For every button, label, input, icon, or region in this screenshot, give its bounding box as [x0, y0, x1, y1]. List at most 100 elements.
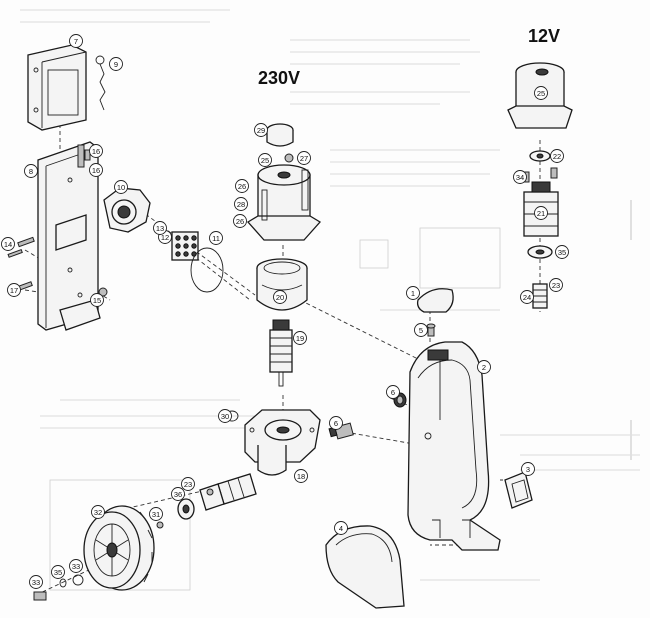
- svg-text:26: 26: [238, 182, 246, 191]
- callout-20: 20: [273, 290, 287, 304]
- callout-3: 3: [521, 462, 535, 476]
- part-19-armature: [269, 319, 293, 387]
- svg-text:20: 20: [276, 293, 284, 302]
- callout-36-alt: 36: [171, 487, 185, 501]
- svg-text:17: 17: [10, 286, 18, 295]
- svg-text:8: 8: [29, 167, 33, 176]
- svg-text:35: 35: [558, 248, 566, 257]
- svg-text:6: 6: [391, 388, 395, 397]
- callout-23-alt: 23: [181, 477, 195, 491]
- part-shaft-coupling: [177, 473, 257, 520]
- callout-28: 28: [234, 197, 248, 211]
- callout-6: 6: [329, 416, 343, 430]
- part-8-mounting-plate: [37, 141, 101, 331]
- svg-text:32: 32: [94, 508, 102, 517]
- part-35-bearing: [527, 245, 553, 259]
- callout-14: 14: [1, 237, 15, 251]
- part-11-o-ring: [190, 247, 224, 293]
- page-edge-mark: [630, 420, 632, 460]
- svg-text:15: 15: [93, 296, 101, 305]
- svg-text:35: 35: [54, 568, 62, 577]
- svg-text:22: 22: [553, 152, 561, 161]
- callout-33-alt: 33: [69, 559, 83, 573]
- part-21-rotor: [523, 181, 559, 237]
- callout-35: 35: [555, 245, 569, 259]
- part-16-bolts: [77, 144, 91, 168]
- callout-1: 1: [406, 286, 420, 300]
- svg-text:1: 1: [411, 289, 415, 298]
- callout-9: 9: [109, 57, 123, 71]
- part-29-motor-cap: [266, 123, 294, 147]
- part-22-bearing: [529, 150, 551, 162]
- svg-text:4: 4: [339, 524, 343, 533]
- part-26-motor-endbell: [246, 164, 322, 241]
- svg-text:34: 34: [516, 173, 524, 182]
- callout-13: 13: [153, 221, 167, 235]
- callout-34: 34: [513, 170, 527, 184]
- svg-text:18: 18: [297, 472, 305, 481]
- part-14-screws: [7, 236, 35, 258]
- callout-5: 5: [414, 323, 428, 337]
- part-callouts: 1234567891011121314151617181920212223242…: [1, 34, 569, 589]
- callout-26-alt: 26: [233, 214, 247, 228]
- svg-text:19: 19: [296, 334, 304, 343]
- part-2-main-casing: [407, 341, 501, 551]
- voltage-label-12v: 12V: [528, 26, 561, 46]
- voltage-label-230v: 230V: [258, 68, 301, 88]
- callout-15: 15: [90, 293, 104, 307]
- svg-text:33: 33: [72, 562, 80, 571]
- svg-text:5: 5: [419, 326, 423, 335]
- part-27-washer: [284, 153, 294, 163]
- svg-text:23: 23: [552, 281, 560, 290]
- callout-25-alt: 25: [258, 153, 272, 167]
- svg-text:14: 14: [4, 240, 12, 249]
- part-7-top-bracket: [27, 44, 87, 131]
- part-33-washer-screw: [33, 574, 84, 601]
- part-31-pin: [156, 521, 164, 529]
- callout-8: 8: [24, 164, 38, 178]
- part-4-cover: [325, 525, 405, 609]
- svg-text:26: 26: [236, 217, 244, 226]
- svg-text:16: 16: [92, 147, 100, 156]
- callout-24: 24: [520, 290, 534, 304]
- callout-7: 7: [69, 34, 83, 48]
- svg-text:33: 33: [32, 578, 40, 587]
- callout-6-alt: 6: [386, 385, 400, 399]
- part-20-stator: [256, 258, 308, 311]
- callout-16-alt: 16: [89, 163, 103, 177]
- svg-text:28: 28: [237, 200, 245, 209]
- callout-33: 33: [29, 575, 43, 589]
- svg-text:7: 7: [74, 37, 78, 46]
- callout-10: 10: [114, 180, 128, 194]
- svg-text:12: 12: [161, 233, 169, 242]
- callout-29: 29: [254, 123, 268, 137]
- part-9-pin: [95, 55, 106, 111]
- callout-16: 16: [89, 144, 103, 158]
- part-32-wheel: [83, 505, 155, 591]
- callout-30: 30: [218, 409, 232, 423]
- callout-4: 4: [334, 521, 348, 535]
- callout-25: 25: [534, 86, 548, 100]
- callout-17: 17: [7, 283, 21, 297]
- part-1-top-cap: [416, 288, 454, 313]
- svg-text:29: 29: [257, 126, 265, 135]
- part-25-12v-motor: [507, 62, 573, 129]
- callout-26: 26: [235, 179, 249, 193]
- callout-35-alt: 35: [51, 565, 65, 579]
- svg-text:16: 16: [92, 166, 100, 175]
- page-edge-mark: [630, 200, 632, 240]
- callout-31: 31: [149, 507, 163, 521]
- callout-21: 21: [534, 206, 548, 220]
- svg-text:3: 3: [526, 465, 530, 474]
- svg-text:6: 6: [334, 419, 338, 428]
- svg-text:21: 21: [537, 209, 545, 218]
- svg-text:24: 24: [523, 293, 531, 302]
- svg-text:30: 30: [221, 412, 229, 421]
- part-18-gearbox: [244, 409, 321, 476]
- callout-32: 32: [91, 505, 105, 519]
- svg-text:2: 2: [482, 363, 486, 372]
- svg-text:31: 31: [152, 510, 160, 519]
- part-12-terminal-block: [171, 231, 199, 261]
